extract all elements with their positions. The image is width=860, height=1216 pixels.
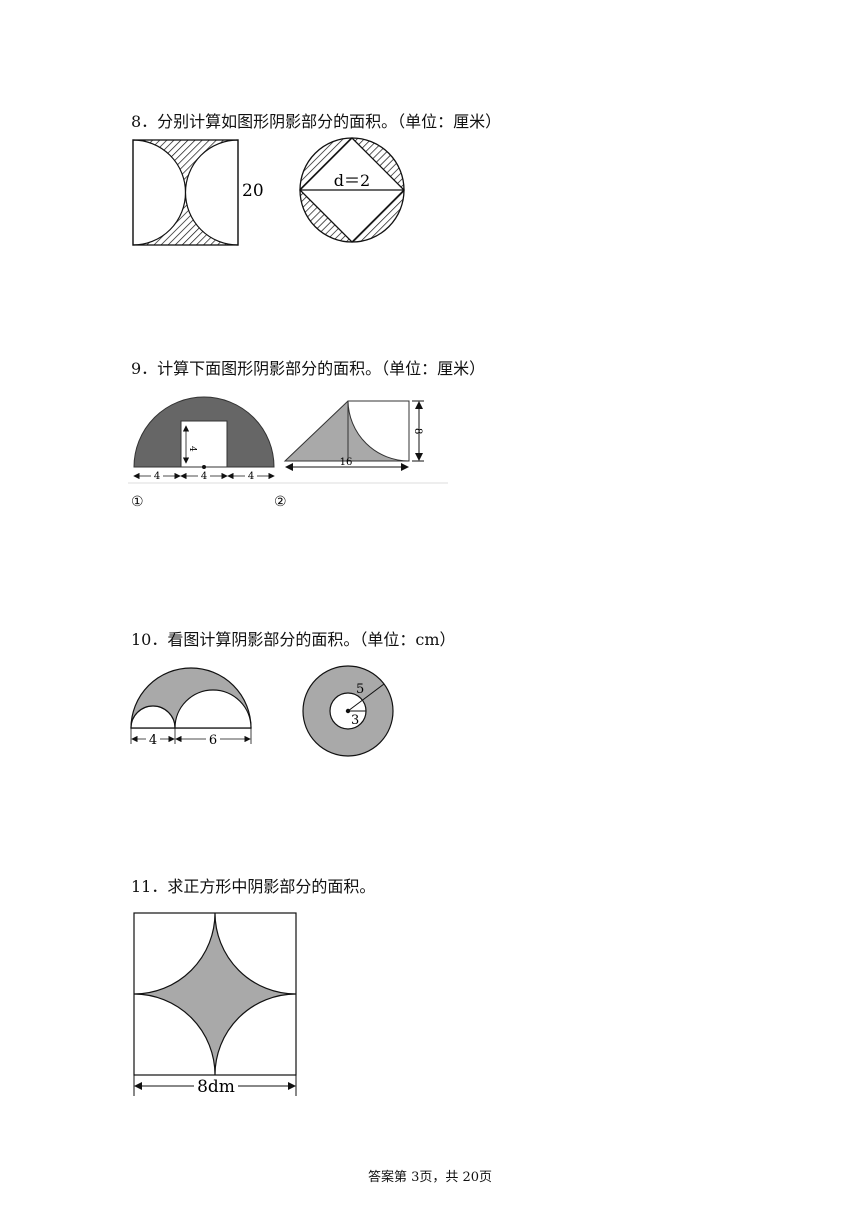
question-8-text: 8．分别计算如图形阴影部分的面积。（单位：厘米） (131, 112, 502, 131)
q11-figure: 8dm (133, 912, 297, 1097)
diameter-label: d＝2 (334, 171, 370, 190)
inner-square (180, 420, 228, 468)
right-semicircle (184, 139, 239, 246)
figure-mark-1: ① (131, 494, 144, 510)
fig2-width-label: 16 (340, 457, 353, 468)
small-semicircle-right (174, 689, 252, 729)
question-9-text: 9．计算下面图形阴影部分的面积。（单位：厘米） (131, 359, 486, 378)
outer-radius-label: 5 (356, 682, 364, 697)
inner-radius-label: 3 (351, 713, 359, 728)
fig2-height-label: 8 (412, 428, 423, 434)
side-length-label: 8dm (197, 1077, 235, 1097)
fig1-dim-4: 4 (149, 733, 157, 748)
fig1-dim-3: 4 (248, 471, 254, 482)
q8-figure-2: d＝2 (299, 137, 405, 243)
page-footer: 答案第 3页，共 20页 (367, 1170, 493, 1185)
small-semicircle-left (130, 705, 176, 729)
fig1-height-label: 4 (187, 446, 197, 452)
q9-figures: 4 4 4 4 8 16 (128, 396, 448, 484)
fig1-dim-2: 4 (201, 471, 207, 482)
question-10-text: 10．看图计算阴影部分的面积。（单位：cm） (131, 630, 456, 649)
question-11-text: 11．求正方形中阴影部分的面积。 (131, 877, 376, 896)
q8-figure-1: 20 (132, 139, 264, 246)
q10-figure-1: 4 6 (130, 667, 252, 748)
square-outline (132, 139, 239, 246)
figure-mark-2: ② (274, 494, 287, 510)
shaded-star (133, 912, 297, 1076)
q10-figure-2: 5 3 (302, 665, 394, 757)
side-label: 20 (242, 181, 264, 201)
fig1-dim-6: 6 (209, 733, 217, 748)
fig1-dim-1: 4 (154, 471, 160, 482)
